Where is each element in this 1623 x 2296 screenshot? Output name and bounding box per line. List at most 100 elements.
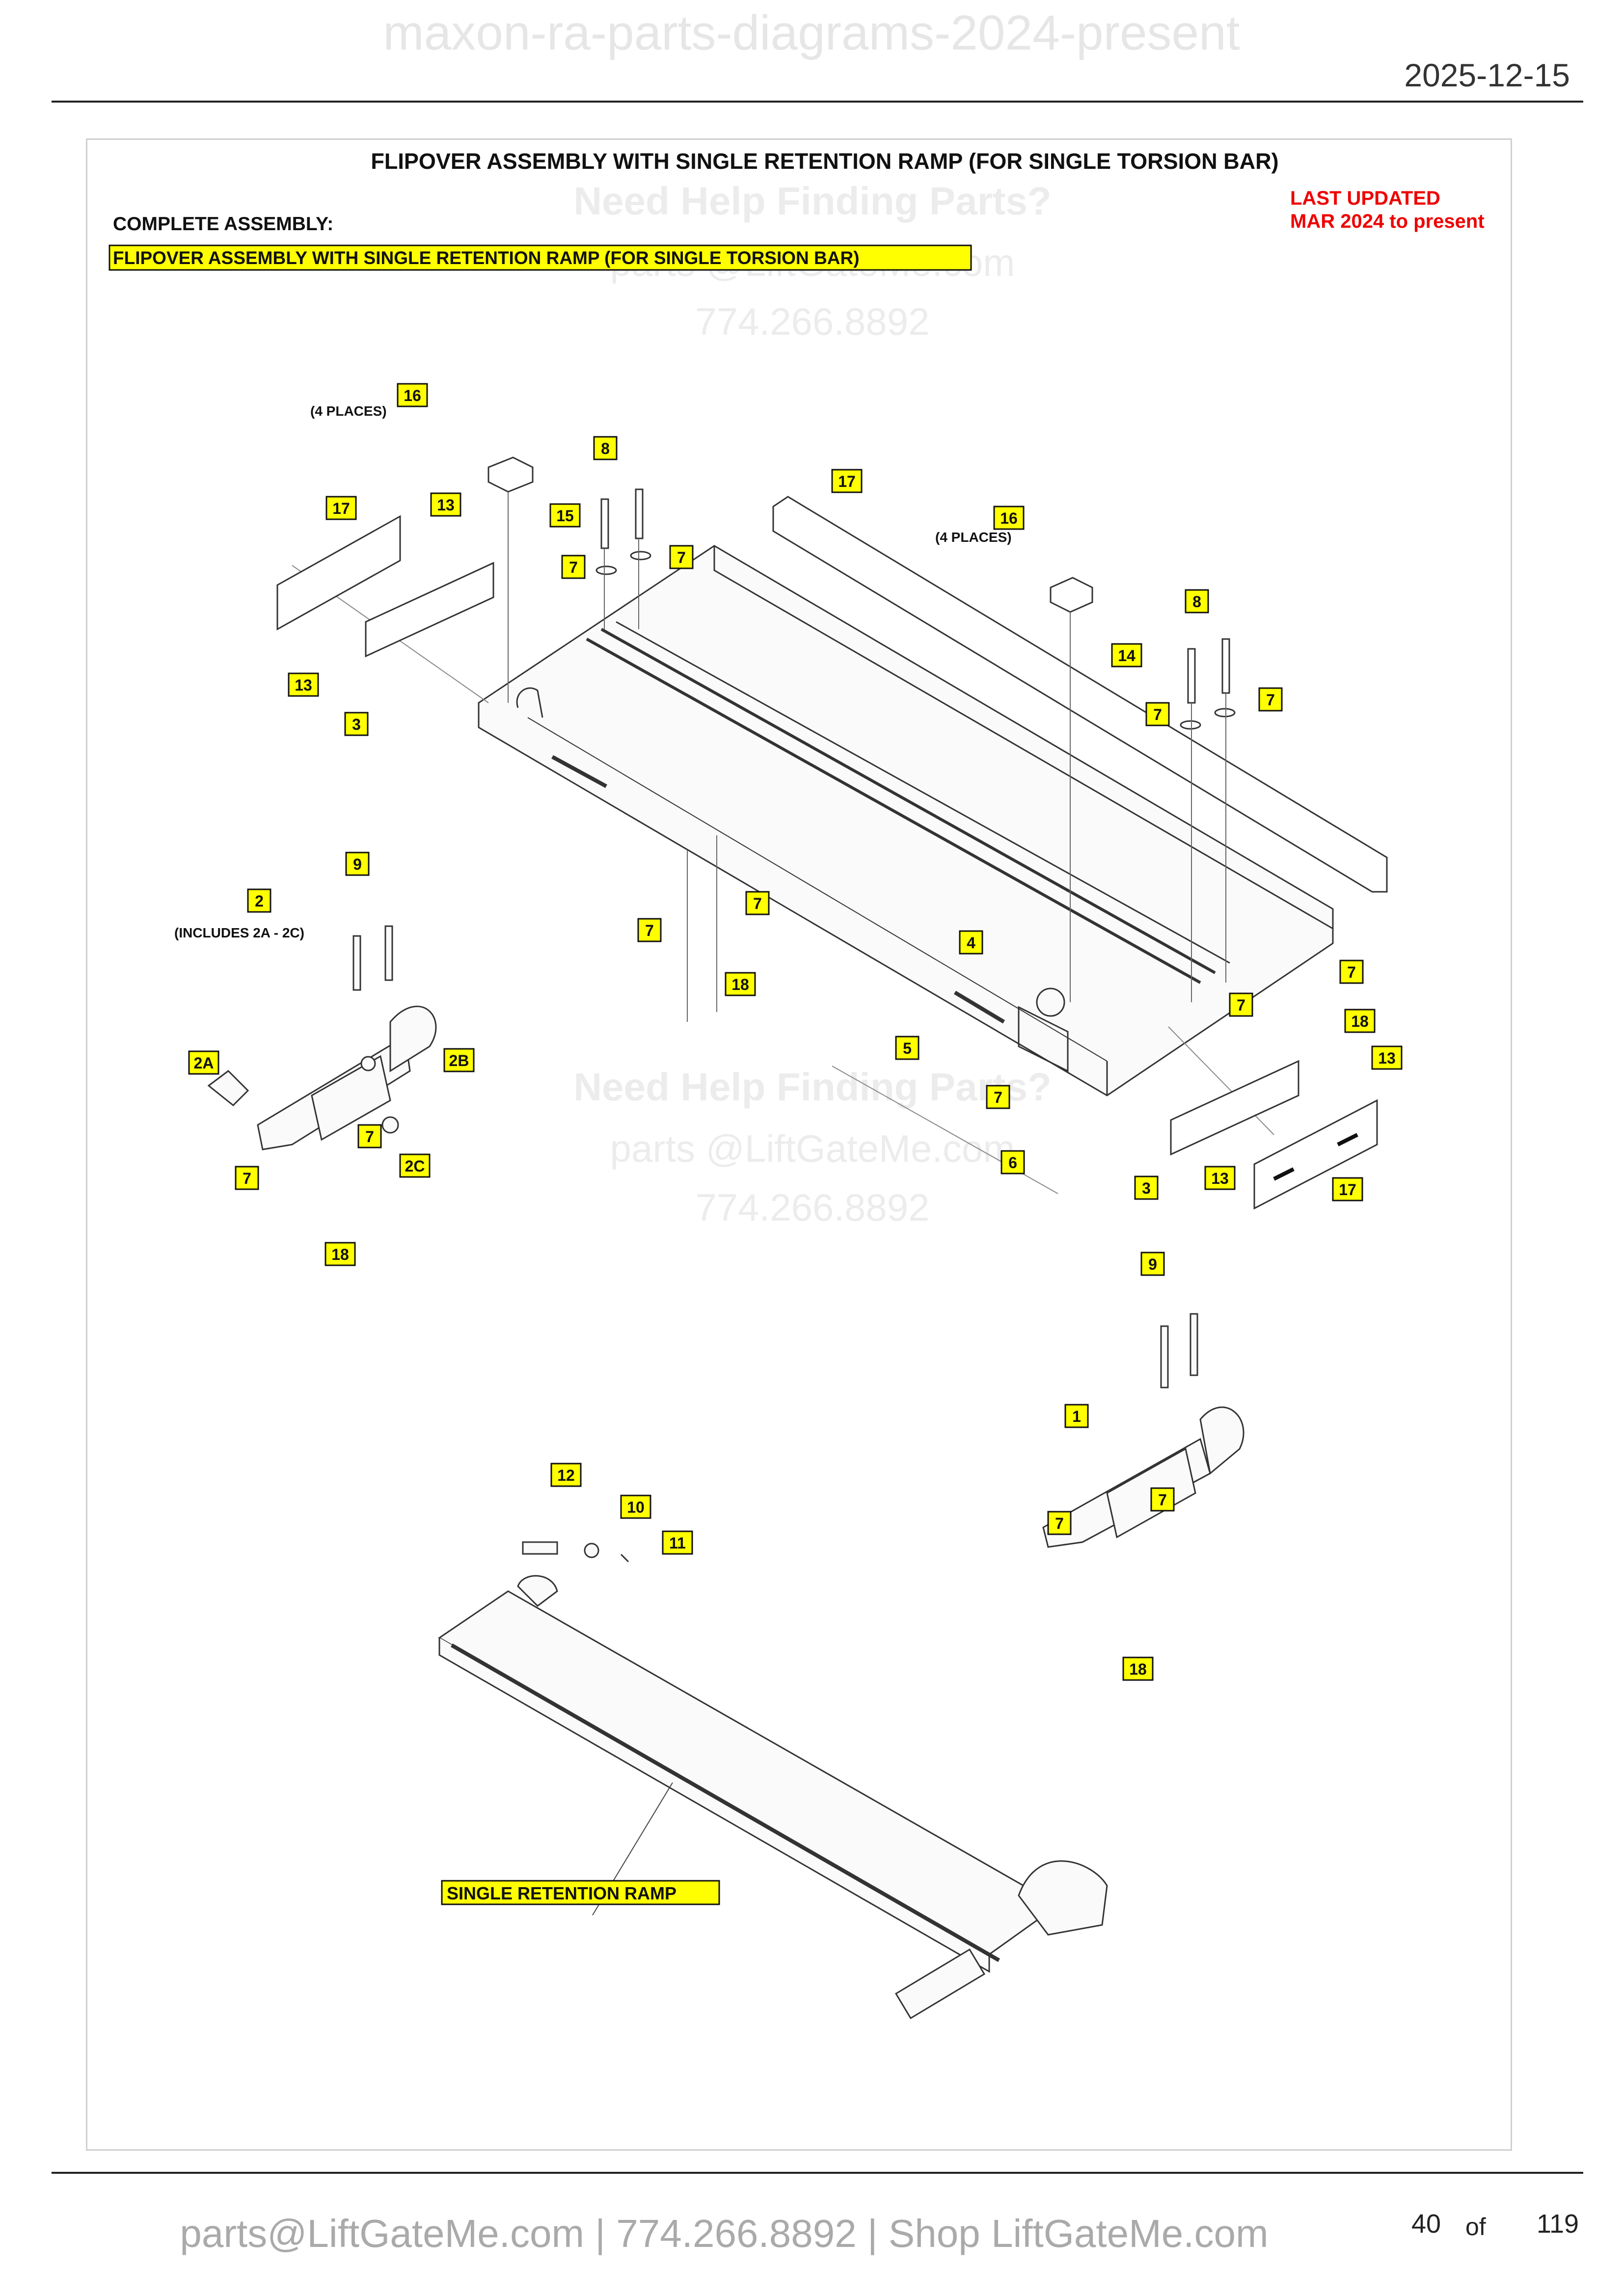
complete-assembly-highlight [108,244,972,271]
callout-16: 16 [397,383,428,407]
callout-7: 7 [745,891,770,915]
callout-box [325,496,357,520]
callout-16: 16 [993,506,1025,530]
callout-8: 8 [593,436,618,460]
callout-17: 17 [325,496,357,520]
callout-box [993,506,1025,530]
callout-13: 13 [288,672,319,697]
callout-7: 7 [669,545,694,569]
last-updated-line-2: MAR 2024 to present [1290,211,1485,232]
document-date: 2025-12-15 [1404,57,1570,93]
callout-2a: 2A [188,1050,219,1075]
callout-text: 6 [1008,1154,1017,1172]
callout-text: 13 [1211,1170,1229,1187]
callout-box [561,555,586,579]
note-includes-2a-2c: (INCLUDES 2A - 2C) [174,925,304,940]
callout-7: 7 [1150,1487,1175,1512]
callout-18: 18 [325,1242,356,1266]
callout-box [235,1166,259,1190]
callout-box [1001,1150,1025,1175]
callout-text: 3 [1142,1179,1151,1197]
callout-text: 2C [405,1157,425,1175]
callout-box [549,503,581,528]
callout-box [1229,992,1253,1017]
callout-13: 13 [1204,1166,1236,1190]
callout-text: 7 [677,549,686,566]
callout-box [1185,589,1209,614]
callout-box [397,383,428,407]
callout-text: 7 [243,1170,251,1187]
diagram-title: FLIPOVER ASSEMBLY WITH SINGLE RETENTION … [371,149,1278,174]
note-4-places-left: (4 PLACES) [310,403,387,419]
callout-box [593,436,618,460]
callout-7: 7 [561,555,586,579]
callout-box [986,1085,1010,1109]
bracket-3-left [365,561,494,658]
single-retention-ramp [438,1541,1108,2020]
bracket-2-assembly [207,925,437,1150]
callout-box [831,469,863,493]
bracket-1-assembly [1042,1313,1244,1548]
callout-text: 4 [967,934,975,952]
help-watermark-text: Need Help Finding Parts? [573,1065,1051,1109]
callout-7: 7 [1145,702,1170,726]
callout-2: 2 [247,888,271,913]
platform-drawing [478,545,1334,1096]
callout-box [443,1048,475,1072]
callout-17: 17 [831,469,863,493]
callout-text: 9 [353,855,362,873]
callout-11: 11 [662,1530,693,1555]
callout-12: 12 [550,1463,582,1487]
callout-text: 13 [1378,1049,1396,1067]
callout-text: 5 [903,1040,912,1057]
callout-box [1204,1166,1236,1190]
callout-7: 7 [986,1085,1010,1109]
callout-8: 8 [1185,589,1209,614]
strip-17-lower [1253,1099,1378,1210]
callout-7: 7 [1047,1511,1072,1535]
callout-text: 13 [295,676,312,694]
callout-17: 17 [1332,1177,1363,1201]
callout-7: 7 [235,1166,259,1190]
callout-text: 2 [255,892,264,910]
callout-box [895,1036,920,1060]
callout-5: 5 [895,1036,920,1060]
callout-box [345,852,370,876]
callout-text: 16 [404,387,421,404]
callout-text: 18 [1351,1013,1369,1030]
callout-box [550,1463,582,1487]
callout-box [669,545,694,569]
callout-text: 18 [731,976,749,993]
callout-box [662,1530,693,1555]
callout-box [1339,960,1364,984]
callout-box [1150,1487,1175,1512]
callout-14: 14 [1111,643,1142,667]
help-watermark-text: Need Help Finding Parts? [573,179,1051,223]
bracket-14 [1050,577,1093,613]
callout-text: 7 [645,922,654,939]
footer-contact: parts@LiftGateMe.com | 774.266.8892 | Sh… [180,2212,1269,2255]
callout-text: 17 [332,500,350,517]
callout-text: 7 [569,559,578,576]
callout-3: 3 [344,712,369,736]
callout-text: 7 [994,1089,1002,1106]
callout-text: 14 [1118,647,1136,665]
last-updated-line-1: LAST UPDATED [1290,187,1440,209]
callout-box [430,492,461,517]
callout-2c: 2C [399,1153,431,1178]
callout-box [288,672,319,697]
callout-10: 10 [620,1495,651,1519]
callout-text: 7 [1266,691,1275,709]
callout-2b: 2B [443,1048,475,1072]
callout-7: 7 [1258,687,1283,712]
footer-rule [52,2172,1583,2174]
callout-text: 8 [601,440,610,457]
bracket-15 [487,456,534,493]
callout-box [357,1124,382,1148]
callout-18: 18 [1344,1009,1376,1033]
callout-9: 9 [345,852,370,876]
callout-text: 7 [1055,1515,1064,1532]
callout-box [1122,1656,1154,1681]
callout-7: 7 [1229,992,1253,1017]
